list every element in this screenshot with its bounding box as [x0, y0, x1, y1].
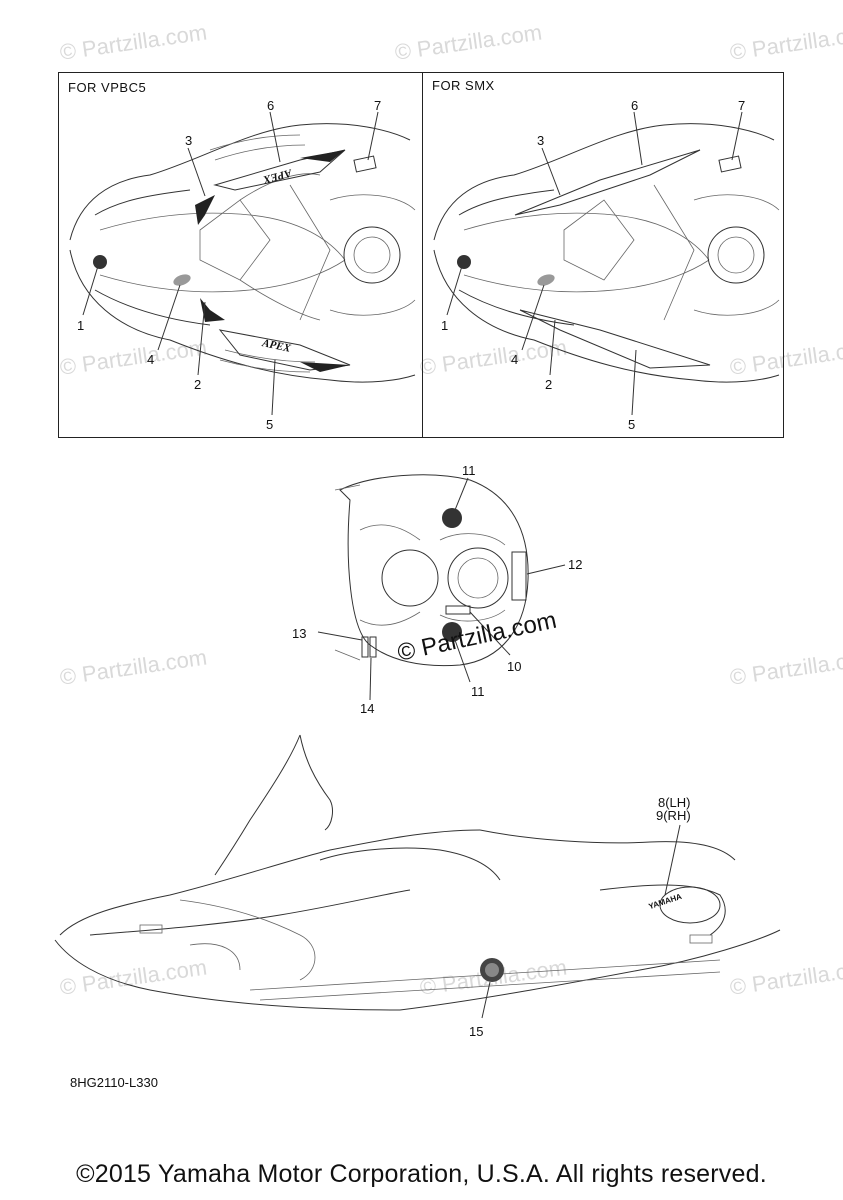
callout-5: 5 [628, 417, 636, 432]
callout-6: 6 [267, 98, 275, 113]
callout-4: 4 [511, 352, 519, 367]
callout-7: 7 [738, 98, 746, 113]
callout-11: 11 [471, 684, 485, 699]
callout-4: 4 [147, 352, 155, 367]
callout-14: 14 [360, 701, 375, 716]
callout-3: 3 [185, 133, 193, 148]
sled-side-view-drawing [54, 734, 781, 1019]
callout-2: 2 [194, 377, 202, 392]
callout-7: 7 [374, 98, 382, 113]
callout-8-lh: 8(LH) [658, 795, 691, 810]
rear-top-view-drawing [317, 474, 566, 701]
callout-12: 12 [568, 557, 583, 572]
diagram-code: 8HG2110-L330 [70, 1075, 158, 1090]
panel-smx [422, 72, 784, 438]
callout-1: 1 [77, 318, 85, 333]
panel-title-smx: FOR SMX [432, 78, 495, 93]
callout-5: 5 [266, 417, 274, 432]
callout-9-rh: 9(RH) [656, 808, 691, 823]
hood-drawing-smx [433, 111, 780, 416]
callout-13: 13 [292, 626, 307, 641]
callout-10: 10 [507, 659, 522, 674]
callout-1: 1 [441, 318, 449, 333]
copyright-footer: ©2015 Yamaha Motor Corporation, U.S.A. A… [76, 1160, 767, 1188]
callout-15: 15 [469, 1024, 484, 1039]
panel-title-vpbc5: FOR VPBC5 [68, 80, 147, 95]
callout-3: 3 [537, 133, 545, 148]
callout-6: 6 [631, 98, 639, 113]
callout-2: 2 [545, 377, 553, 392]
hood-drawing-vpbc5 [69, 111, 416, 416]
callout-11: 11 [462, 463, 476, 478]
